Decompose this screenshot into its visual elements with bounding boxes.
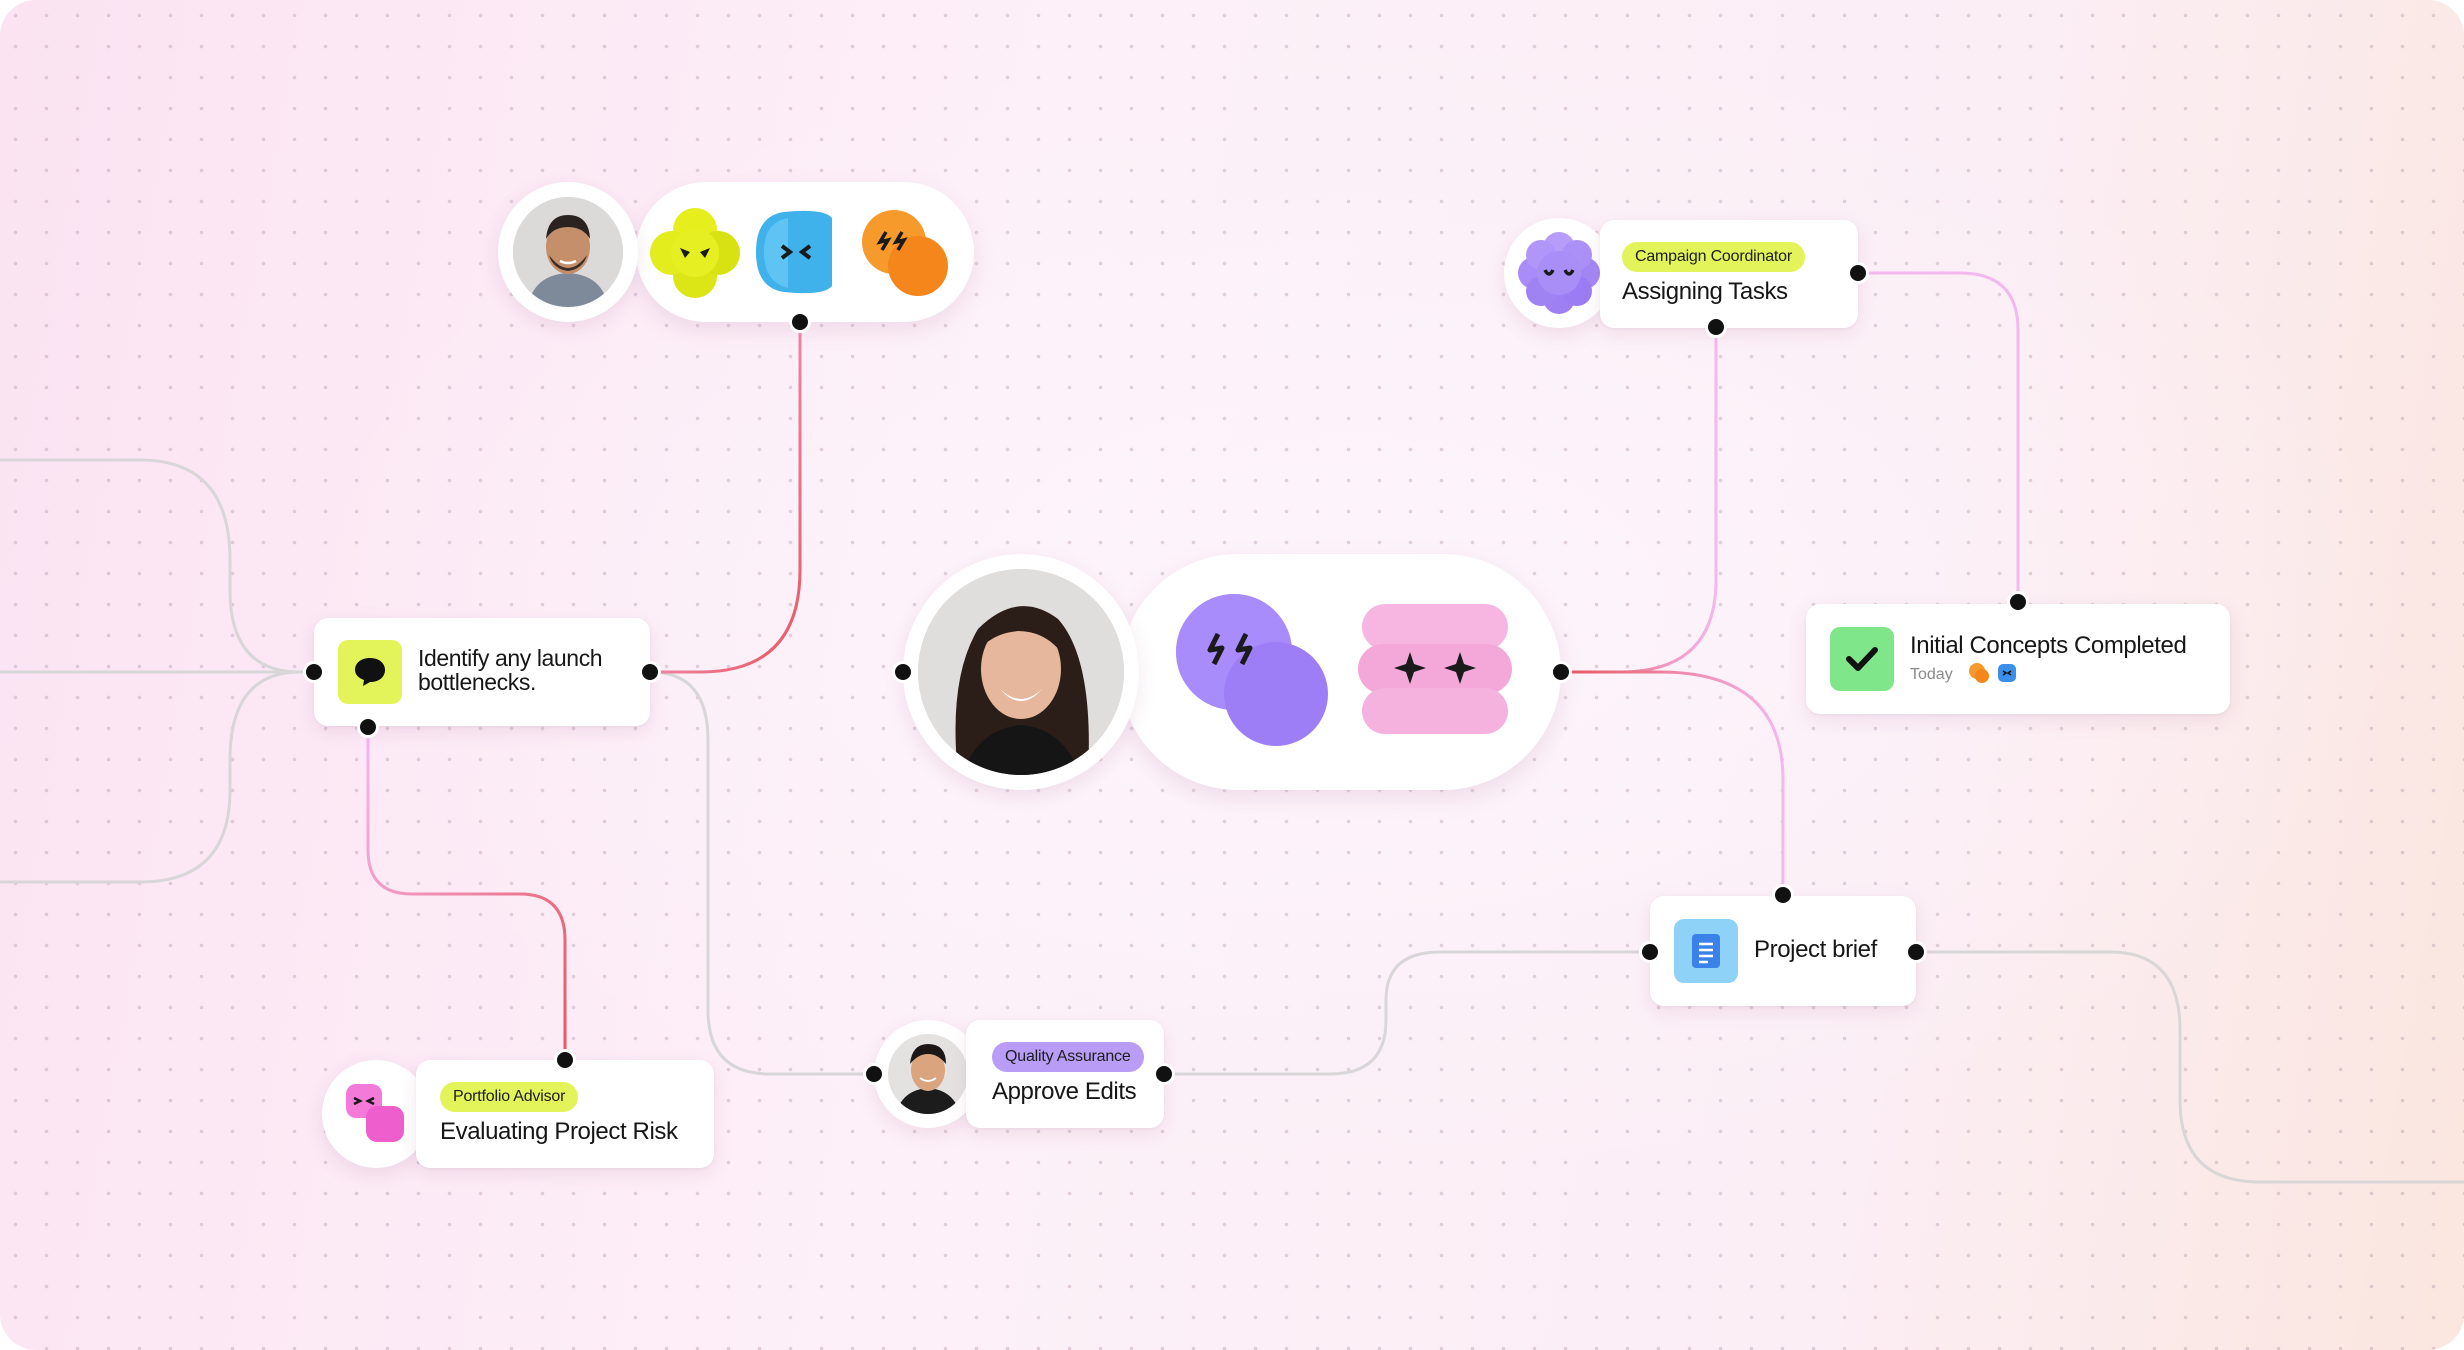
yellow-clover-mascot-icon: [650, 208, 740, 298]
connector-dot[interactable]: [1905, 941, 1927, 963]
purple-flower-mascot-icon: [1518, 232, 1600, 314]
initial-concepts-card[interactable]: Initial Concepts Completed Today: [1806, 604, 2230, 714]
role-tag-portfolio-advisor: Portfolio Advisor: [440, 1082, 579, 1112]
connector-dot[interactable]: [892, 661, 914, 683]
avatar-man-icon: [513, 197, 623, 307]
approve-edits-card[interactable]: Quality Assurance Approve Edits: [966, 1020, 1164, 1128]
bottlenecks-text: Identify any launch bottlenecks.: [418, 645, 603, 695]
wire-left-top: [0, 458, 314, 674]
connector-dot[interactable]: [1550, 661, 1572, 683]
wire-approve-brief: [1164, 950, 1650, 1076]
connector-dot[interactable]: [639, 661, 661, 683]
connector-dot[interactable]: [2007, 591, 2029, 613]
initial-concepts-title: Initial Concepts Completed: [1910, 632, 2187, 659]
wire-bottleneck-risk: [366, 727, 567, 1058]
project-brief-card[interactable]: Project brief: [1650, 896, 1916, 1006]
role-tag-campaign-coordinator: Campaign Coordinator: [1622, 242, 1805, 272]
evaluating-risk-card[interactable]: Portfolio Advisor Evaluating Project Ris…: [416, 1060, 714, 1168]
connector-dot[interactable]: [554, 1049, 576, 1071]
wire-left-bottom: [0, 670, 314, 884]
orange-double-mascot-icon: [862, 210, 948, 296]
role-tag-quality-assurance: Quality Assurance: [992, 1042, 1144, 1072]
document-icon: [1674, 919, 1738, 983]
chat-bubble-icon: [338, 640, 402, 704]
connector-dot[interactable]: [1705, 316, 1727, 338]
wire-brief-right: [1916, 950, 2464, 1184]
connector-dot[interactable]: [1153, 1063, 1175, 1085]
connector-dot[interactable]: [357, 716, 379, 738]
assigning-tasks-card[interactable]: Campaign Coordinator Assigning Tasks: [1600, 220, 1858, 328]
purple-double-mascot-icon: [1176, 594, 1328, 746]
approve-edits-title: Approve Edits: [992, 1078, 1137, 1105]
assigning-tasks-title: Assigning Tasks: [1622, 278, 1788, 305]
project-brief-title: Project brief: [1754, 936, 1877, 963]
blue-mascot-mini-icon: [1998, 664, 2016, 682]
bottlenecks-card[interactable]: Identify any launch bottlenecks.: [314, 618, 650, 726]
connector-dot[interactable]: [863, 1063, 885, 1085]
initial-concepts-date: Today: [1910, 666, 1953, 683]
connector-dot[interactable]: [789, 311, 811, 333]
orange-mascot-mini-icon: [1969, 663, 1989, 683]
connector-dot[interactable]: [1639, 941, 1661, 963]
evaluating-risk-title: Evaluating Project Risk: [440, 1118, 678, 1145]
wire-assigning-concepts: [1858, 271, 2020, 602]
wire-lead-assigning: [1561, 327, 1718, 674]
avatar-man-glasses-icon: [888, 1034, 968, 1114]
check-icon: [1830, 627, 1894, 691]
pink-cloud-mascot-icon: [1358, 604, 1512, 734]
connector-dot[interactable]: [303, 661, 325, 683]
wire-bottleneck-approve: [649, 670, 874, 1076]
pink-blob-mascot-icon: [346, 1084, 404, 1142]
avatar-woman-icon: [918, 569, 1124, 775]
wire-team-bottleneck: [650, 322, 802, 674]
connector-dot[interactable]: [1847, 262, 1869, 284]
blue-fan-mascot-icon: [756, 210, 832, 294]
wire-lead-brief: [1561, 670, 1785, 895]
connector-dot[interactable]: [1772, 884, 1794, 906]
